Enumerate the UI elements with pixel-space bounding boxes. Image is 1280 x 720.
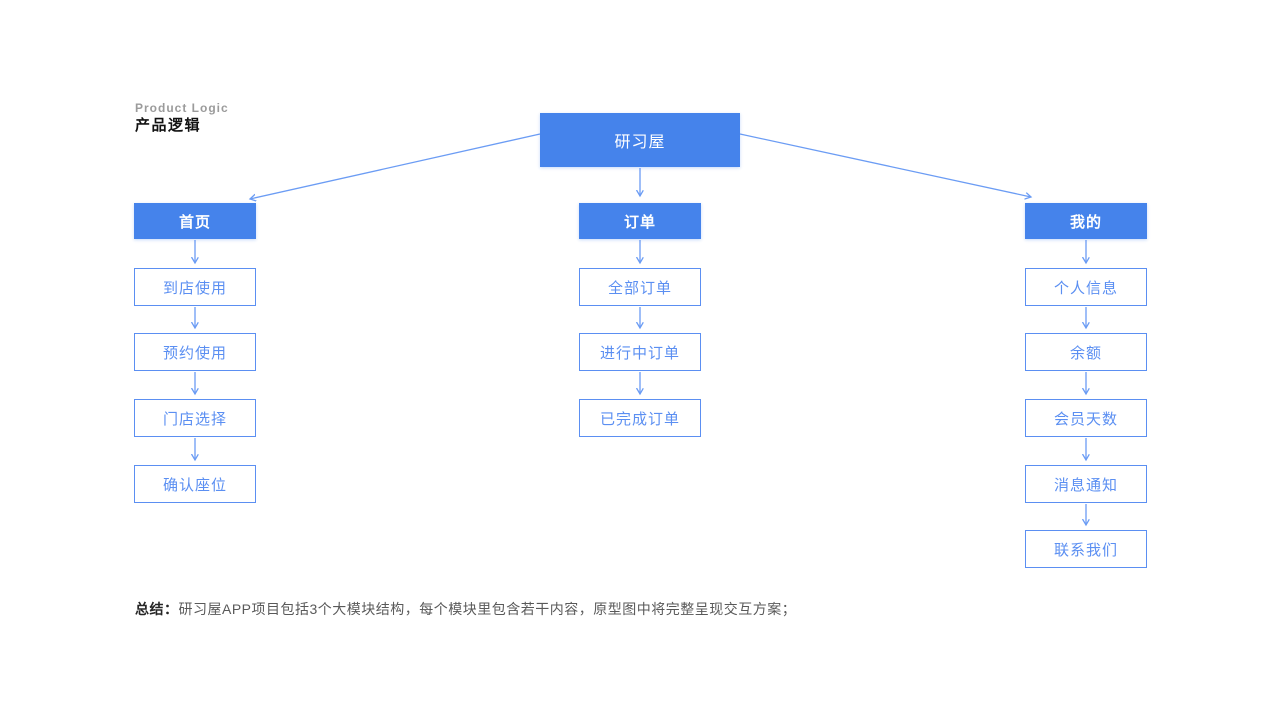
node-orders-all[interactable]: 全部订单 (579, 268, 701, 306)
node-root-app[interactable]: 研习屋 (540, 113, 740, 167)
node-home-confirm-seat[interactable]: 确认座位 (134, 465, 256, 503)
node-home-store-select[interactable]: 门店选择 (134, 399, 256, 437)
page-subtitle-en: Product Logic (135, 101, 229, 115)
node-home-reserve-use[interactable]: 预约使用 (134, 333, 256, 371)
node-mine-personal-info[interactable]: 个人信息 (1025, 268, 1147, 306)
node-orders[interactable]: 订单 (579, 203, 701, 239)
node-mine[interactable]: 我的 (1025, 203, 1147, 239)
summary-text: 研习屋APP项目包括3个大模块结构，每个模块里包含若干内容，原型图中将完整呈现交… (178, 601, 797, 617)
page-heading: Product Logic 产品逻辑 (135, 101, 229, 135)
node-mine-contact-us[interactable]: 联系我们 (1025, 530, 1147, 568)
node-home[interactable]: 首页 (134, 203, 256, 239)
summary-line: 总结：研习屋APP项目包括3个大模块结构，每个模块里包含若干内容，原型图中将完整… (135, 599, 796, 619)
node-home-use-in-store[interactable]: 到店使用 (134, 268, 256, 306)
page-title: 产品逻辑 (135, 117, 202, 134)
node-mine-member-days[interactable]: 会员天数 (1025, 399, 1147, 437)
node-orders-completed[interactable]: 已完成订单 (579, 399, 701, 437)
node-mine-balance[interactable]: 余额 (1025, 333, 1147, 371)
node-mine-notifications[interactable]: 消息通知 (1025, 465, 1147, 503)
summary-label: 总结： (135, 601, 179, 617)
node-orders-in-progress[interactable]: 进行中订单 (579, 333, 701, 371)
